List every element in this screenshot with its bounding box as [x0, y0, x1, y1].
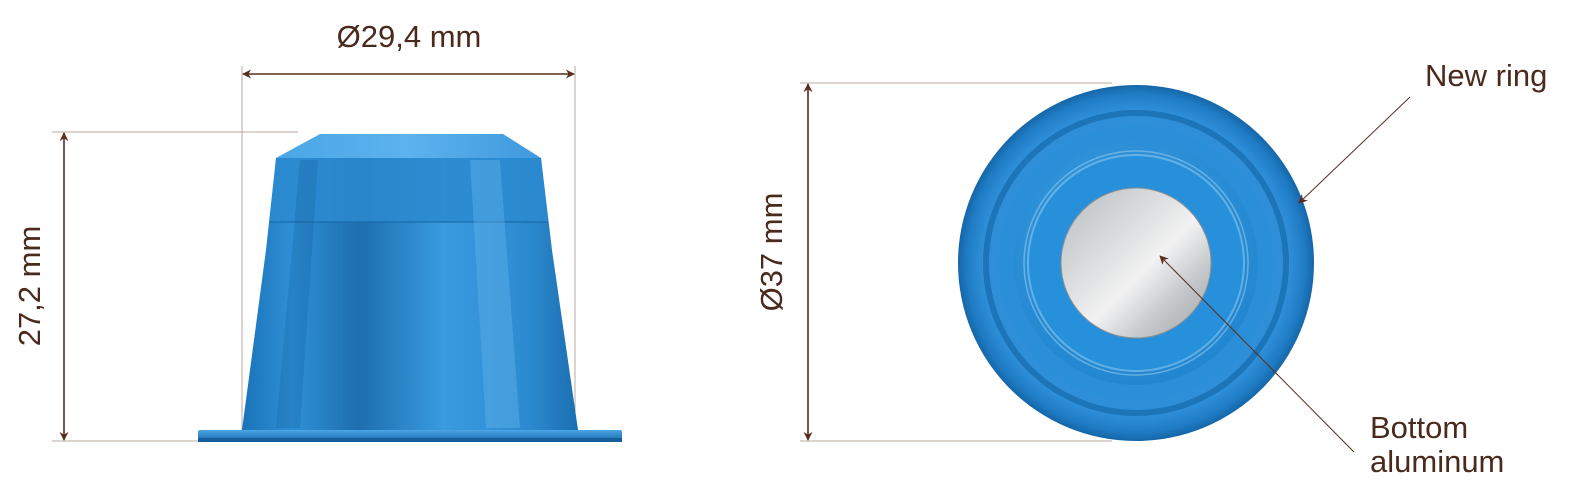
width-dimension-label: Ø29,4 mm: [337, 19, 482, 54]
bottom-aluminum-callout-label-line2: aluminum: [1370, 444, 1504, 479]
diameter-dimension-label: Ø37 mm: [754, 193, 789, 312]
capsule-bottom-image: [958, 85, 1314, 441]
bottom-aluminum-leader-line: [1159, 255, 1355, 453]
new-ring-callout-label: New ring: [1425, 58, 1547, 93]
bottom-view: Ø37 mm New ring Bottom aluminum: [754, 58, 1547, 479]
new-ring-leader-line: [1298, 96, 1411, 204]
capsule-side-image: [198, 134, 622, 442]
bottom-aluminum-callout-label-line1: Bottom: [1370, 410, 1468, 445]
height-dimension-label: 27,2 mm: [12, 226, 47, 347]
side-view: Ø29,4 mm 27,2 mm: [12, 19, 622, 442]
